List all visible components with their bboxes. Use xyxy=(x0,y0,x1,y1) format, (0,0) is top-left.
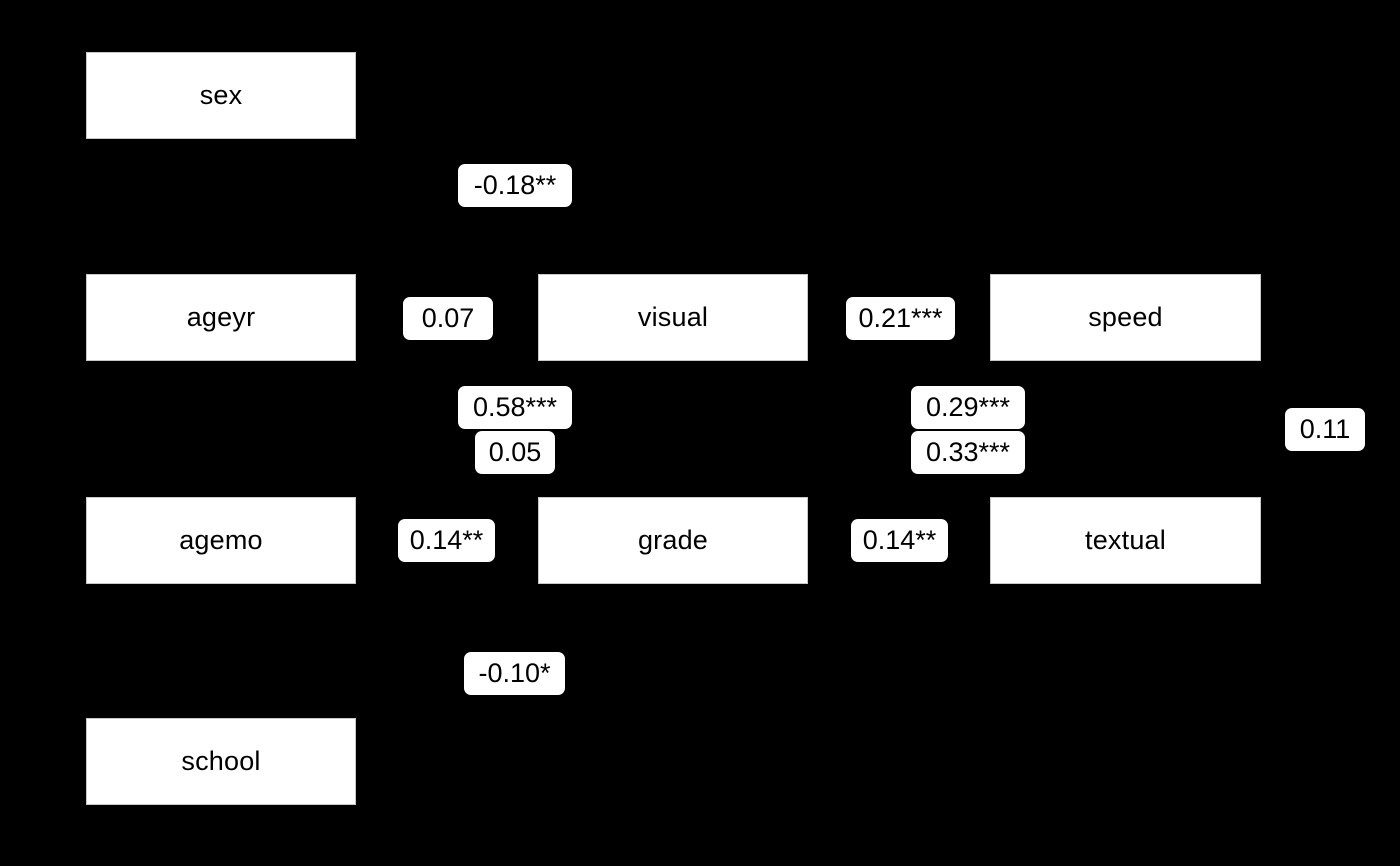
node-speed[interactable]: speed xyxy=(990,274,1261,361)
node-visual[interactable]: visual xyxy=(538,274,808,361)
edge-label-ageyr-grade[interactable]: 0.58*** xyxy=(458,386,572,429)
coefficient-text: 0.11 xyxy=(1299,414,1351,444)
node-label: agemo xyxy=(179,525,263,555)
coefficient-text: 0.29*** xyxy=(925,392,1011,422)
node-grade[interactable]: grade xyxy=(538,497,808,584)
edge-label-visual-textual[interactable]: 0.29*** xyxy=(911,386,1025,429)
coefficient-text: 0.33*** xyxy=(925,437,1011,467)
coefficient-text: -0.18** xyxy=(473,170,557,200)
coefficient-text: 0.14** xyxy=(862,525,937,555)
edge-label-agemo-visual[interactable]: 0.05 xyxy=(475,431,555,474)
edge-label-sex-visual[interactable]: -0.18** xyxy=(458,164,572,207)
edge-label-school-grade[interactable]: -0.10* xyxy=(464,652,565,695)
coefficient-text: 0.58*** xyxy=(472,392,558,422)
edge-label-agemo-grade[interactable]: 0.14** xyxy=(398,519,495,562)
coefficient-text: 0.05 xyxy=(488,437,542,467)
node-sex[interactable]: sex xyxy=(86,52,356,139)
node-label: grade xyxy=(637,525,709,555)
node-school[interactable]: school xyxy=(86,718,356,805)
edge-label-grade-speed[interactable]: 0.33*** xyxy=(911,431,1025,474)
coefficient-text: 0.21*** xyxy=(858,303,943,333)
node-label: ageyr xyxy=(186,302,256,332)
edge-label-visual-speed[interactable]: 0.21*** xyxy=(846,297,955,340)
coefficient-text: 0.07 xyxy=(421,303,475,333)
node-agemo[interactable]: agemo xyxy=(86,497,356,584)
node-ageyr[interactable]: ageyr xyxy=(86,274,356,361)
node-label: school xyxy=(181,746,261,776)
node-label: textual xyxy=(1085,525,1166,555)
coefficient-text: 0.14** xyxy=(409,525,484,555)
node-label: speed xyxy=(1088,302,1163,332)
node-label: visual xyxy=(637,302,709,332)
node-textual[interactable]: textual xyxy=(990,497,1261,584)
edge-label-speed-textual[interactable]: 0.11 xyxy=(1285,408,1365,451)
coefficient-text: -0.10* xyxy=(478,658,551,688)
edge-label-ageyr-visual[interactable]: 0.07 xyxy=(403,297,493,340)
edge-label-grade-textual[interactable]: 0.14** xyxy=(851,519,948,562)
node-label: sex xyxy=(199,80,243,110)
